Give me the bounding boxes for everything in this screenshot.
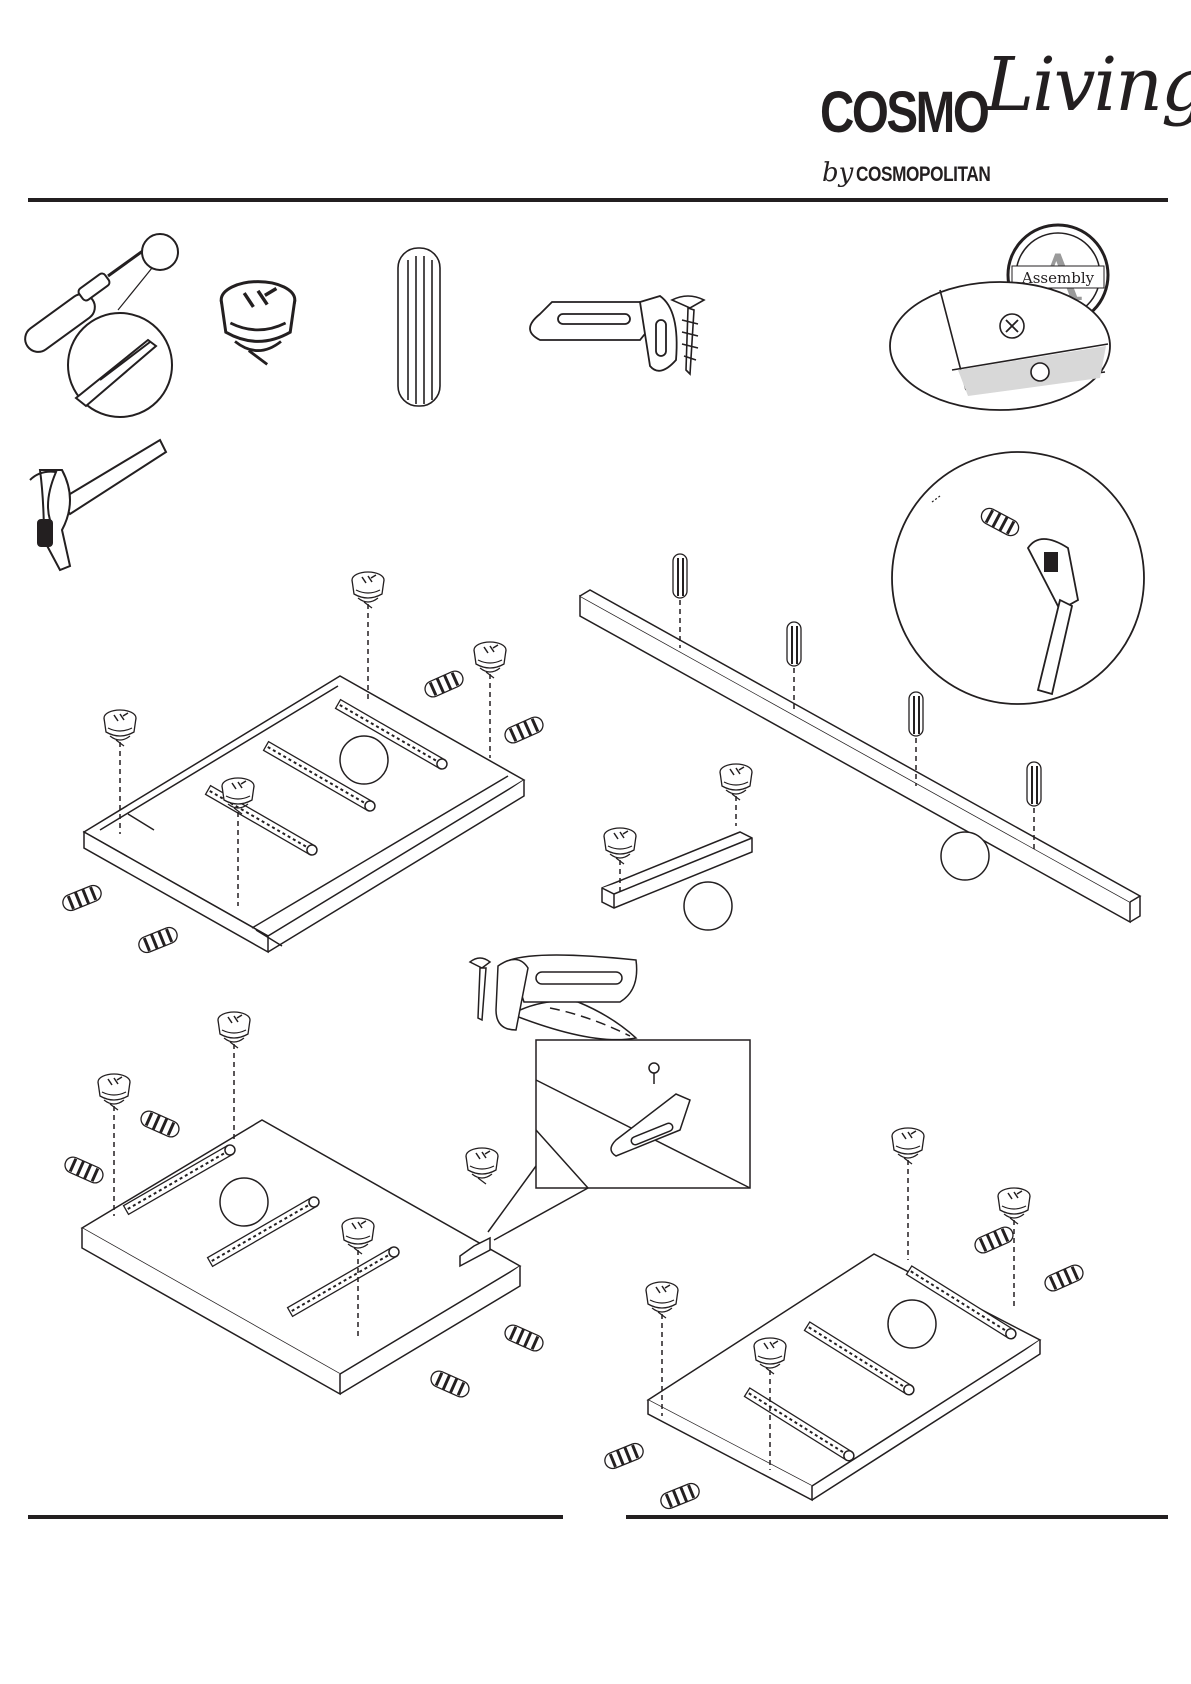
hammer-icon [30, 440, 166, 570]
screwdriver-icon [20, 234, 178, 417]
panel-1 [60, 572, 545, 955]
bracket-callout [470, 955, 750, 1240]
wood-dowel-icon [398, 248, 440, 406]
panel-3 [62, 1012, 545, 1399]
l-bracket-icon [530, 296, 677, 371]
hammer-detail [892, 452, 1144, 704]
cam-lock-icon [221, 282, 295, 365]
board-edge-detail [890, 282, 1110, 410]
